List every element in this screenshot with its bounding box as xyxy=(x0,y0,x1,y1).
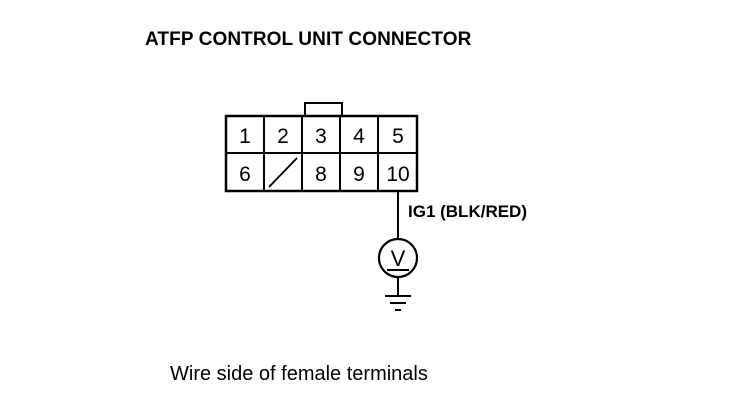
pin-6-label: 6 xyxy=(239,163,251,186)
pin-8-label: 8 xyxy=(315,163,327,186)
wire-label: IG1 (BLK/RED) xyxy=(408,202,527,221)
pin-10-label: 10 xyxy=(386,163,409,186)
connector-lock-tab xyxy=(304,102,343,116)
diagram-title: ATFP CONTROL UNIT CONNECTOR xyxy=(145,29,472,50)
ground-icon xyxy=(385,295,411,311)
voltmeter-symbol: V xyxy=(391,246,406,271)
pin-3-label: 3 xyxy=(315,125,327,148)
pin-5-label: 5 xyxy=(392,125,404,148)
empty-cavity-slash xyxy=(268,157,298,188)
pin-4-label: 4 xyxy=(353,125,365,148)
pin-2-label: 2 xyxy=(277,125,289,148)
pin-1-label: 1 xyxy=(239,125,251,148)
diagram-caption: Wire side of female terminals xyxy=(170,363,428,385)
pin-9-label: 9 xyxy=(353,163,365,186)
